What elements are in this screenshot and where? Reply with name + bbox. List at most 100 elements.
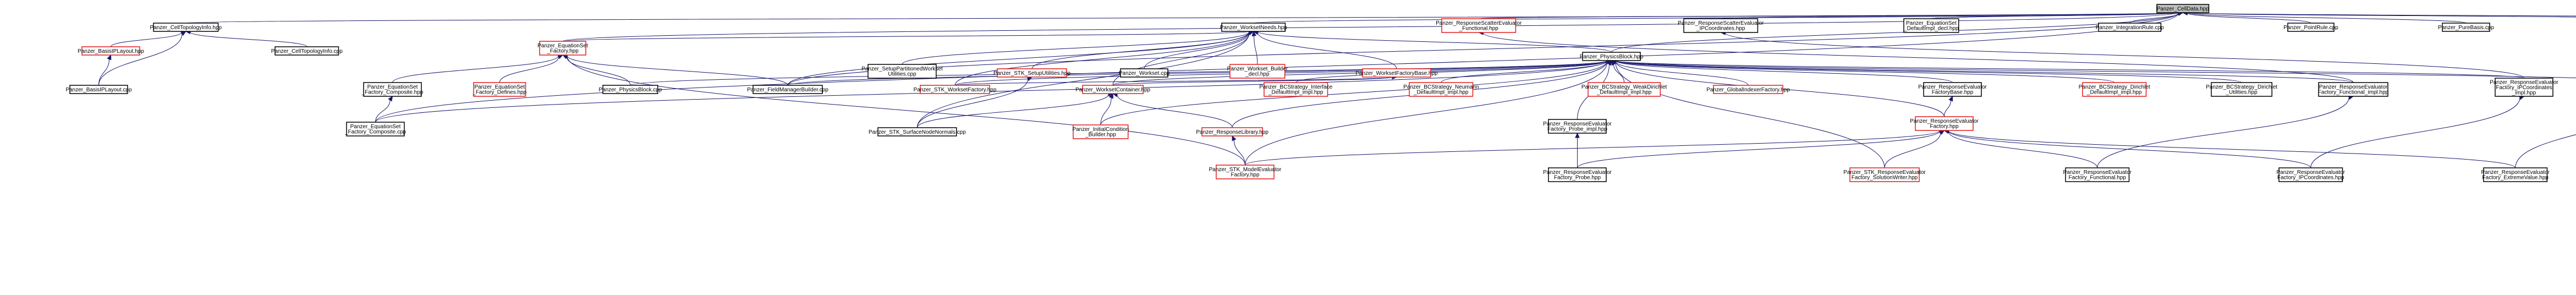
node-label: Panzer_IntegrationRule.cpp — [2096, 25, 2164, 31]
graph-node-pbh[interactable]: Panzer_PhysicsBlock.hpp — [1580, 52, 1644, 61]
edge-arrowhead — [1109, 92, 1114, 99]
graph-node-stksu[interactable]: Panzer_STK_SetupUtilities.hpp — [993, 68, 1071, 78]
graph-node-eqf[interactable]: Panzer_EquationSet_Factory.hpp — [537, 41, 588, 56]
graph-node-bcsn[interactable]: Panzer_BCStrategy_Neumann_DefaultImpl_im… — [1403, 82, 1479, 97]
graph-node-pbcpp[interactable]: Panzer_PhysicsBlock.cpp — [598, 85, 662, 94]
node-box — [1915, 116, 1974, 131]
edge-wc-to-pbh — [1112, 60, 1608, 86]
edge-arrowhead — [107, 54, 112, 61]
node-label: _Functional.hpp — [1459, 26, 1499, 32]
edge-fmb-to-wn — [787, 31, 1250, 86]
node-box — [2098, 23, 2162, 32]
node-box — [602, 85, 658, 94]
graph-node-bcsd[interactable]: Panzer_BCStrategy_Dirichlet_DefaultImpl_… — [2079, 82, 2150, 97]
graph-node-cticpp[interactable]: Panzer_CellTopologyInfo.cpp — [271, 46, 343, 56]
node-box — [539, 41, 586, 56]
graph-node-rl[interactable]: Panzer_ResponseLibrary.hpp — [1196, 127, 1268, 136]
edge-stkme-to-pbh — [1245, 62, 1608, 166]
graph-node-pb0[interactable]: Panzer_PureBasis.cpp — [2438, 23, 2494, 32]
edge-stksu-to-wn — [1031, 32, 1250, 69]
graph-node-wbd[interactable]: Panzer_Workset_Builder_decl.hpp — [1227, 64, 1288, 79]
graph-node-refpi[interactable]: Panzer_ResponseEvaluatorFactory_Probe_im… — [1543, 119, 1612, 134]
node-box — [1362, 68, 1431, 78]
edge-icb-to-wc — [1100, 97, 1112, 125]
graph-node-refi[interactable]: Panzer_ResponseEvaluatorFactory_Function… — [2318, 82, 2389, 97]
edge-refevh-to-refev — [2515, 134, 2576, 168]
node-label: Factory_Functional.hpp — [2068, 175, 2126, 181]
graph-node-bcswd[interactable]: Panzer_BCStrategy_WeakDirichlet_DefaultI… — [1581, 82, 1667, 97]
edges-layer — [98, 10, 2576, 168]
node-box — [1588, 82, 1661, 97]
node-box — [69, 85, 128, 94]
graph-node-wn[interactable]: Panzer_WorksetNeeds.hpp — [1220, 23, 1288, 32]
node-label: Panzer_STK_ModelEvaluator — [1209, 167, 1282, 173]
graph-node-stkref[interactable]: Panzer_STK_ResponseEvaluatorFactory_Solu… — [1843, 167, 1926, 182]
edge-refipc-to-ref — [1948, 130, 2311, 168]
graph-node-root[interactable]: Panzer_CellData.hpp — [2156, 4, 2210, 13]
graph-node-eqfccpp[interactable]: Panzer_EquationSet_Factory_Composite.cpp — [344, 122, 407, 136]
node-box — [1201, 127, 1263, 136]
node-label: Panzer_EquationSet — [350, 124, 401, 130]
graph-node-bcsi[interactable]: Panzer_BCStrategy_Interface_DefaultImpl_… — [1259, 82, 1333, 97]
graph-node-pr[interactable]: Panzer_PointRule.cpp — [2283, 23, 2338, 32]
edge-pbh-to-wn — [1257, 31, 1612, 53]
graph-node-bcsdu[interactable]: Panzer_BCStrategy_Dirichlet_Utilities.hp… — [2206, 82, 2277, 97]
edge-arrowhead — [1232, 135, 1237, 141]
edge-eqf-to-root — [562, 12, 2179, 42]
graph-node-eqfd[interactable]: Panzer_EquationSet_Factory_Defines.hpp — [472, 82, 527, 97]
graph-node-eqfc[interactable]: Panzer_EquationSet_Factory_Composite.hpp — [361, 82, 424, 97]
graph-node-bipl[interactable]: Panzer_BasisIPLayout.hpp — [78, 46, 144, 56]
edge-bcsi-to-pbh — [1295, 61, 1608, 83]
node-box — [2495, 78, 2553, 97]
node-box — [1441, 18, 1517, 33]
graph-node-eqdi[interactable]: Panzer_EquationSet_DefaultImpl_decl.hpp — [1903, 18, 1959, 33]
edge-wbd-to-wn — [1254, 35, 1258, 65]
edge-eqf-to-wn — [562, 31, 1250, 42]
node-label: Utilities.cpp — [888, 72, 916, 78]
edge-stkref-to-pbh — [1615, 62, 1885, 168]
node-label: Panzer_ResponseScatterEvaluator — [1678, 20, 1764, 26]
graph-node-refipc[interactable]: Panzer_ResponseEvaluatorFactory_IPCoordi… — [2276, 167, 2346, 182]
graph-node-spwu[interactable]: Panzer_SetupPartitionedWorksetUtilities.… — [861, 64, 943, 79]
graph-node-wc[interactable]: Panzer_WorksetContainer.hpp — [1075, 85, 1151, 94]
node-label: _DefaultImpl_decl.hpp — [1903, 26, 1959, 32]
node-label: Panzer_STK_SetupUtilities.hpp — [993, 70, 1071, 77]
graph-node-wcpp[interactable]: Panzer_Workset.cpp — [1119, 68, 1170, 78]
node-box — [346, 122, 405, 136]
edge-stkme-to-eqf — [567, 56, 1245, 166]
graph-node-stkwf[interactable]: Panzer_STK_WorksetFactory.hpp — [914, 85, 997, 94]
node-label: _impl.hpp — [2512, 90, 2536, 96]
node-box — [1683, 18, 1759, 33]
node-box — [920, 85, 990, 94]
edge-rsep-to-root — [2187, 12, 2576, 17]
graph-node-refp[interactable]: Panzer_ResponseEvaluatorFactory_Probe.hp… — [1543, 167, 1612, 182]
graph-node-fmb[interactable]: Panzer_FieldManagerBuilder.cpp — [747, 85, 828, 94]
node-box — [1216, 165, 1275, 179]
graph-node-refevh[interactable]: Panzer_ResponseEvaluatorFactory_ExtremeV… — [2481, 167, 2550, 182]
edge-refi-to-rsef — [1482, 32, 2354, 83]
graph-node-cti[interactable]: Panzer_CellTopologyInfo.hpp — [150, 23, 222, 32]
edge-fmb-to-eqf — [567, 55, 788, 86]
node-label: Factory_IPCoordinates.hpp — [2277, 175, 2344, 181]
graph-node-rseip[interactable]: Panzer_ResponseScatterEvaluator_IPCoordi… — [1678, 18, 1764, 33]
graph-node-refip[interactable]: Panzer_ResponseEvaluatorFactory_IPCoordi… — [2490, 78, 2558, 97]
edge-eqdi-to-root — [1931, 12, 2179, 19]
node-label: Panzer_ResponseEvaluator — [2063, 170, 2132, 176]
graph-node-reff[interactable]: Panzer_ResponseEvaluatorFactory_Function… — [2063, 167, 2132, 182]
edge-pbcpp-to-pbh — [630, 60, 1607, 86]
graph-node-ir[interactable]: Panzer_IntegrationRule.cpp — [2096, 23, 2164, 32]
node-label: _Builder.hpp — [1085, 132, 1116, 138]
node-label: Panzer_PhysicsBlock.hpp — [1580, 54, 1644, 60]
graph-node-gif[interactable]: Panzer_GlobalIndexerFactory.hpp — [1706, 85, 1790, 94]
node-box — [1548, 167, 1607, 182]
edge-fmb-to-pbh — [787, 60, 1607, 86]
graph-node-icb[interactable]: Panzer_InitialCondition_Builder.hpp — [1072, 124, 1129, 139]
graph-node-biplcpp[interactable]: Panzer_BasisIPLayout.cpp — [65, 85, 132, 94]
graph-node-wfb[interactable]: Panzer_WorksetFactoryBase.hpp — [1355, 68, 1438, 78]
graph-node-rsef[interactable]: Panzer_ResponseScatterEvaluator_Function… — [1436, 18, 1522, 33]
node-label: _DefaultImpl_impl.hpp — [2086, 90, 2142, 96]
graph-node-stksnn[interactable]: Panzer_STK_SurfaceNodeNormals.cpp — [869, 127, 966, 136]
